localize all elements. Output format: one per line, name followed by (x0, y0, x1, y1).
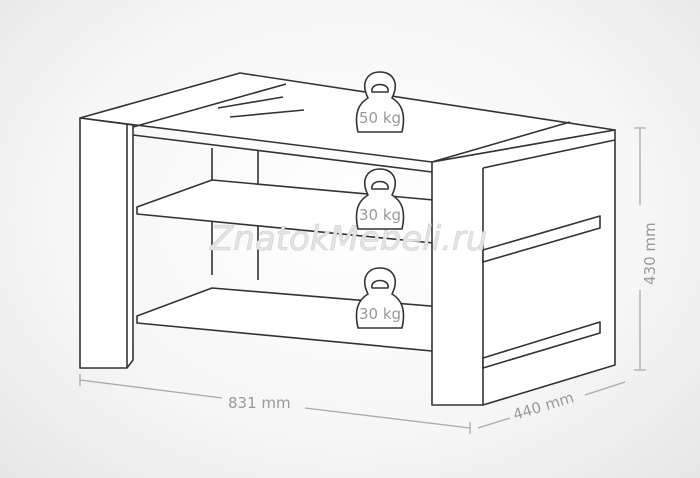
kettlebell-icon-middle: 30 kg (355, 168, 405, 230)
bottom-weight-label: 30 kg (359, 305, 401, 323)
kettlebell-icon-bottom: 30 kg (355, 267, 405, 329)
top-leg-stripes (132, 83, 571, 163)
weight-icons: 50 kg 30 kg 30 kg (355, 71, 405, 329)
glass-reflection (217, 96, 305, 118)
middle-weight-label: 30 kg (359, 206, 401, 224)
watermark: ZnatokMebeli.ru (209, 219, 487, 259)
height-label: 430 mm (641, 222, 659, 285)
kettlebell-icon-top: 50 kg (355, 71, 405, 133)
right-front-leg (431, 129, 616, 406)
width-label: 831 mm (228, 394, 291, 412)
left-front-leg (79, 117, 134, 369)
furniture-drawing (79, 72, 616, 406)
top-weight-label: 50 kg (359, 109, 401, 127)
